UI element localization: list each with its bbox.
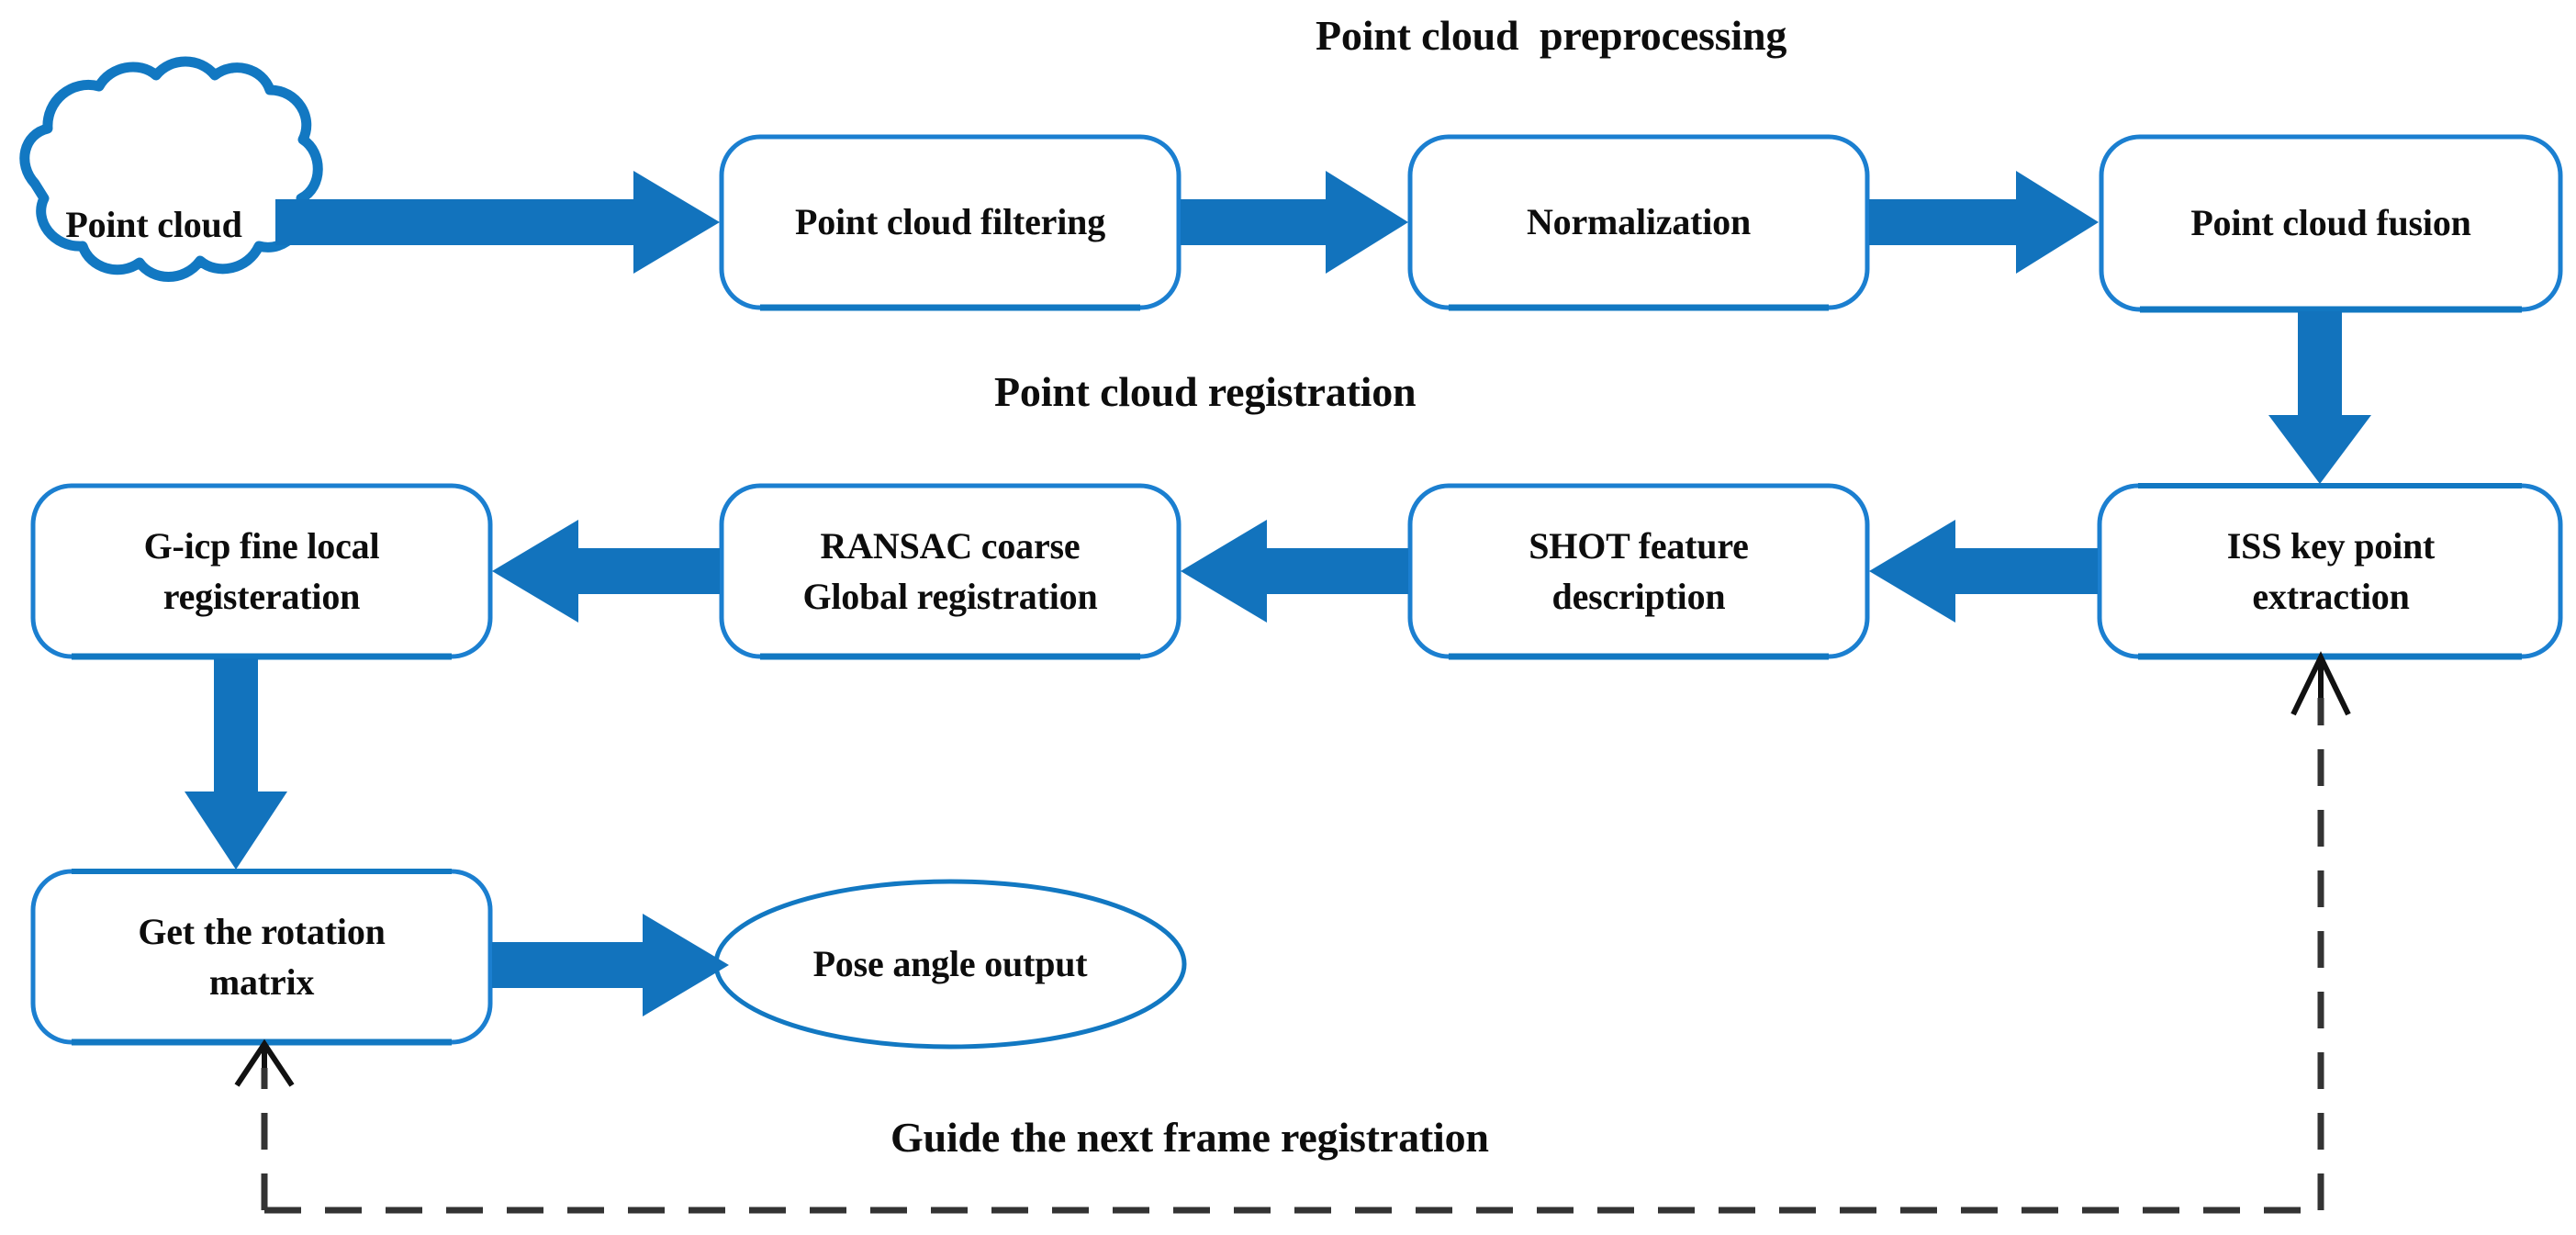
feedback-dashed-path [234, 651, 2351, 1214]
arrow-fusion-to-iss [2268, 311, 2371, 484]
node-point-cloud[interactable] [23, 129, 280, 317]
arrow-gicp-to-rotation-matrix [185, 658, 287, 870]
arrow-ransac-to-gicp [492, 520, 720, 623]
node-point-cloud-shape[interactable] [19, 56, 323, 282]
node-get-the-rotation-matrix-shape[interactable] [30, 869, 493, 1046]
node-point-cloud-fusion-shape[interactable] [2099, 134, 2563, 313]
arrow-iss-to-shot [1869, 520, 2098, 623]
node-shot-feature-description-shape[interactable] [1407, 483, 1870, 660]
arrow-point-cloud-to-filtering [275, 171, 720, 274]
node-iss-key-point-extraction-shape[interactable] [2097, 483, 2563, 660]
arrow-shot-to-ransac [1181, 520, 1408, 623]
node-get-the-rotation-matrix[interactable] [33, 871, 490, 1044]
node-normalization-shape[interactable] [1407, 134, 1870, 311]
node-iss-key-point-extraction[interactable] [2100, 486, 2560, 658]
feedback-loop-caption: Guide the next frame registration [890, 1114, 1489, 1161]
arrow-rotation-matrix-to-pose-angle-output [492, 914, 729, 1016]
node-gicp-fine-local-registeration-shape[interactable] [30, 483, 493, 660]
node-gicp-fine-local-registeration[interactable] [33, 486, 490, 658]
node-pose-angle-output[interactable] [716, 881, 1184, 1049]
node-point-cloud-fusion[interactable] [2101, 137, 2560, 311]
node-shot-feature-description[interactable] [1410, 486, 1867, 658]
arrow-filtering-to-normalization [1181, 171, 1408, 274]
node-point-cloud-filtering[interactable] [722, 137, 1179, 309]
section-title-preprocessing: Point cloud preprocessing [1316, 12, 1787, 59]
section-title-registration: Point cloud registration [994, 368, 1417, 415]
node-ransac-coarse-global-registration[interactable] [722, 486, 1179, 658]
node-normalization[interactable] [1410, 137, 1867, 309]
arrow-normalization-to-fusion [1869, 171, 2099, 274]
node-point-cloud-filtering-shape[interactable] [719, 134, 1182, 311]
node-ransac-coarse-global-registration-shape[interactable] [719, 483, 1182, 660]
